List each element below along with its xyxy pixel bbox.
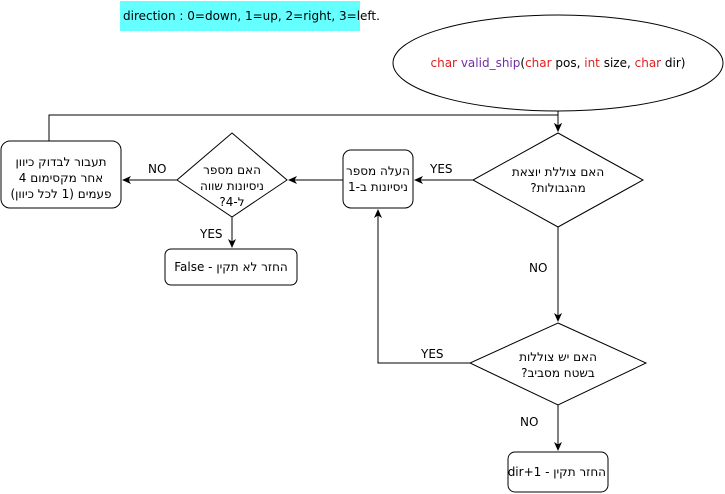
start-function-name: valid_ship xyxy=(460,56,521,70)
start-param-size: size, xyxy=(599,56,635,70)
edge-label-yes-tries: YES xyxy=(200,227,223,241)
switch-dir-label: תעבור לבדוק כיוון אחר מקסימום 4 פעמים (1… xyxy=(10,155,112,201)
start-param-dir: dir) xyxy=(661,56,686,70)
return-false-label: החזר לא תקין - False xyxy=(174,260,288,274)
start-kw-char-1: char xyxy=(430,56,458,70)
tries-label: האם מספר ניסיונות שווה ל-4? xyxy=(200,163,264,209)
edge-switch-loop xyxy=(48,114,562,141)
start-kw-char-3: char xyxy=(634,56,662,70)
edge-label-yes-bounds: YES xyxy=(430,162,453,176)
return-ok-label: החזר תקין - dir+1 xyxy=(507,465,606,479)
switch-dir-box xyxy=(0,140,122,209)
start-paren: ( xyxy=(520,56,526,70)
return-false-box xyxy=(164,248,298,286)
edge-label-no-bounds: NO xyxy=(529,261,548,275)
nearby-label: האם יש צוללות בשטח מסביב? xyxy=(519,350,597,380)
out-of-bounds-label: האם צוללת יוצאת מהגבולות? xyxy=(511,165,605,195)
start-kw-char-2: char xyxy=(525,56,552,70)
start-label: char valid_ship(char pos, int size, char… xyxy=(420,55,696,71)
edge-label-no-nearby: NO xyxy=(520,415,539,429)
start-param-pos: pos, xyxy=(551,56,585,70)
increment-box xyxy=(342,149,414,209)
return-ok-box xyxy=(507,451,609,493)
edge-label-yes-nearby: YES xyxy=(421,347,444,361)
edge-label-no-tries: NO xyxy=(148,162,167,176)
direction-legend-note: direction : 0=down, 1=up, 2=right, 3=lef… xyxy=(120,1,380,31)
start-kw-int: int xyxy=(584,56,600,70)
increment-label: העלה מספר ניסיונות ב-1 xyxy=(345,164,411,194)
edge-nearby-yes xyxy=(374,209,470,364)
